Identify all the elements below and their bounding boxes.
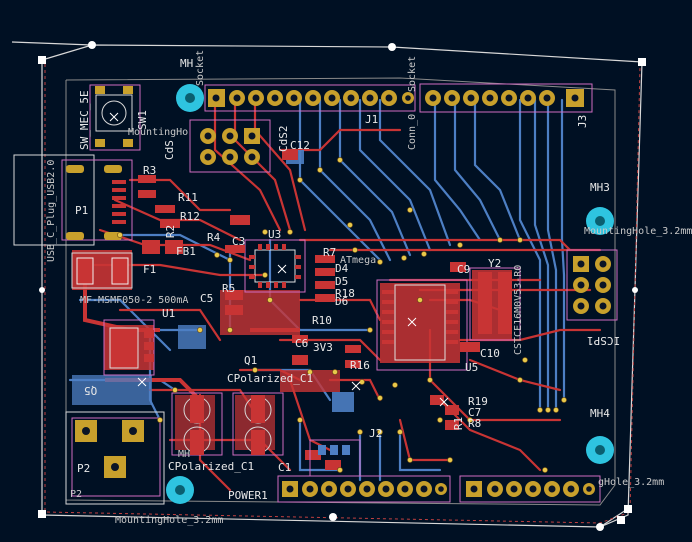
label-c9: C9 xyxy=(457,263,471,276)
label-r12: R12 xyxy=(180,210,200,223)
label-mounting-hole-3: MountingHole_3.2mm xyxy=(584,226,692,237)
label-q5: Q5 xyxy=(84,384,98,397)
label-c12: C12 xyxy=(290,139,310,152)
label-r8: R8 xyxy=(468,417,482,430)
label-r2: R2 xyxy=(164,224,178,239)
small-passives[interactable] xyxy=(138,150,480,470)
label-c10: C10 xyxy=(480,347,500,360)
label-3v3: 3V3 xyxy=(313,341,333,354)
label-r18: R18 xyxy=(335,287,355,300)
label-mh2: MH xyxy=(178,449,191,460)
label-d5: D5 xyxy=(335,275,349,288)
label-c6: C6 xyxy=(295,337,309,350)
label-j1: J1 xyxy=(365,113,379,126)
power-jack-p2[interactable] xyxy=(65,411,165,505)
outline-handles[interactable] xyxy=(38,41,646,531)
label-socket-top: Socket xyxy=(195,49,206,86)
label-c1: C1 xyxy=(278,461,292,474)
label-mounting-hole-br: gHole_3.2mm xyxy=(598,477,665,488)
pcb-drawing[interactable] xyxy=(0,0,680,538)
label-r4: R4 xyxy=(207,231,221,244)
label-csm: CSTCE16M0V53-R0 xyxy=(513,264,524,355)
label-fb1: FB1 xyxy=(176,245,196,258)
header-analog[interactable] xyxy=(459,475,601,503)
label-c5: C5 xyxy=(200,292,214,305)
label-socket-top2: Socket xyxy=(407,55,418,92)
label-c7: C7 xyxy=(468,406,482,419)
label-u1: U1 xyxy=(162,307,176,320)
label-r11: R11 xyxy=(178,191,198,204)
label-r3: R3 xyxy=(143,164,157,177)
header-j3[interactable] xyxy=(419,83,593,113)
fuse-f1[interactable] xyxy=(71,252,133,289)
label-mh4: MH4 xyxy=(590,407,610,420)
label-mh3: MH3 xyxy=(590,181,610,194)
label-r1: R1 xyxy=(452,416,466,431)
chip-u3[interactable] xyxy=(244,239,306,293)
label-r10: R10 xyxy=(312,314,332,327)
label-q1: Q1 xyxy=(244,354,258,367)
label-j2: J2 xyxy=(369,427,383,440)
label-at: ATmega xyxy=(340,255,377,266)
chip-u5[interactable] xyxy=(376,279,468,371)
label-j3: J3 xyxy=(576,114,589,128)
mounting-holes[interactable] xyxy=(166,84,614,504)
label-u3: U3 xyxy=(268,228,282,241)
label-r7: R7 xyxy=(323,246,337,259)
label-p1: P1 xyxy=(75,204,89,217)
label-p2b: P2 xyxy=(70,489,83,500)
label-sw-mec: SW_MEC_5E xyxy=(78,90,91,150)
label-r16: R16 xyxy=(350,359,370,372)
label-r19: R19 xyxy=(468,395,488,408)
header-power[interactable] xyxy=(277,475,451,503)
connector-j2[interactable] xyxy=(309,439,361,477)
label-cds: CdS xyxy=(163,140,176,160)
label-y2: Y2 xyxy=(488,257,502,270)
label-icsp: ICSP1 xyxy=(587,334,621,347)
label-r5: R5 xyxy=(222,282,236,295)
usb-connector[interactable] xyxy=(13,154,133,246)
back-zones xyxy=(72,150,354,412)
label-d4: D4 xyxy=(335,262,349,275)
label-d6: D6 xyxy=(335,295,349,308)
label-mf: MF-MSMF050-2 500mA xyxy=(80,295,189,306)
label-f1: F1 xyxy=(143,263,157,276)
label-u5: U5 xyxy=(465,361,479,374)
label-cpol1: CPolarized_C1 xyxy=(227,372,314,385)
label-cpol2: CPolarized_C1 xyxy=(168,460,255,473)
label-mounting-hole-bottom: MountingHole_3.2mm xyxy=(115,515,224,526)
vias xyxy=(117,157,567,473)
label-p2: P2 xyxy=(77,462,91,475)
icsp-header[interactable] xyxy=(566,249,618,321)
label-mh-top: MH xyxy=(180,57,194,70)
label-conn-top: Conn_0 xyxy=(407,113,418,150)
label-cds2: CdS2 xyxy=(277,125,290,153)
label-c3: C3 xyxy=(232,235,246,248)
anchor-markers xyxy=(109,112,449,407)
regulator-u1[interactable] xyxy=(103,319,155,376)
resonator-y2[interactable] xyxy=(469,267,521,341)
switch-sw1[interactable] xyxy=(89,84,141,151)
label-mounting-hole: MountingHo xyxy=(128,127,189,138)
header-j1[interactable] xyxy=(204,84,416,112)
label-power: POWER1 xyxy=(228,489,268,502)
cpolarized-pads xyxy=(190,395,265,455)
label-usb: USB_C_Plug_USB2.0 xyxy=(46,159,57,262)
cds-header[interactable] xyxy=(189,119,271,173)
